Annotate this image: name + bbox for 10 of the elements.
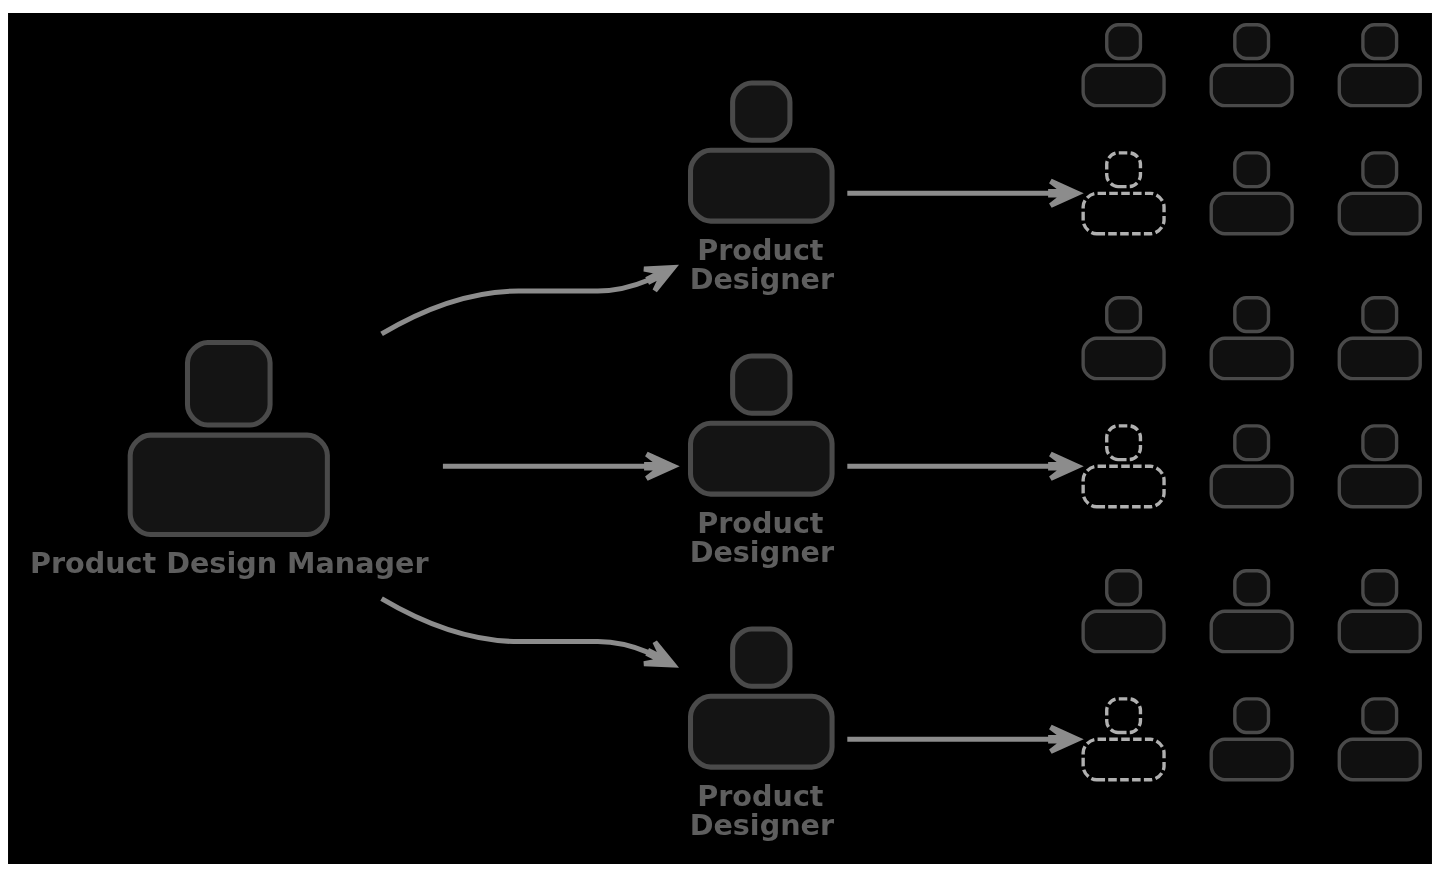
node-label: Product Designer [689, 232, 835, 296]
arrow [847, 724, 1081, 754]
node-label: Product Designer [689, 505, 835, 569]
arrow [380, 264, 677, 336]
arrow [847, 178, 1081, 208]
arrow [380, 596, 677, 667]
node-label: Product Design Manager [29, 545, 429, 580]
arrow [847, 451, 1081, 481]
node-label: Product Designer [689, 778, 835, 842]
arrow [442, 451, 677, 481]
